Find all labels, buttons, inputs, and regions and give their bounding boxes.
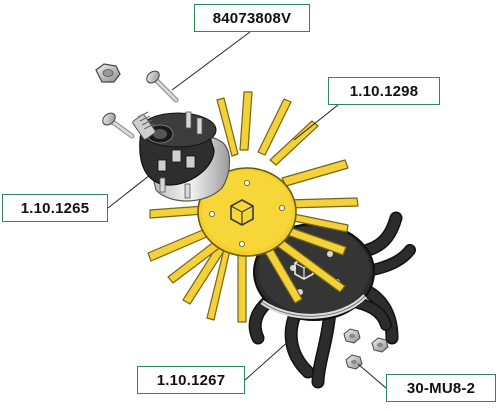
- yellow-tine-wheel: [147, 91, 359, 323]
- bolt-icon: [102, 70, 179, 139]
- cube-logo-icon: [230, 199, 254, 226]
- leader-lines: [107, 31, 387, 389]
- callout-bearing: 1.10.1265: [2, 194, 108, 222]
- callout-bolt: 84073808V: [194, 4, 310, 32]
- nut-icon: [95, 63, 389, 370]
- bearing-housing-icon: [132, 111, 231, 202]
- callout-nuts: 30-MU8-2: [386, 374, 496, 402]
- callout-black-wheel: 1.10.1267: [137, 366, 245, 394]
- callout-tine-wheel: 1.10.1298: [328, 77, 440, 105]
